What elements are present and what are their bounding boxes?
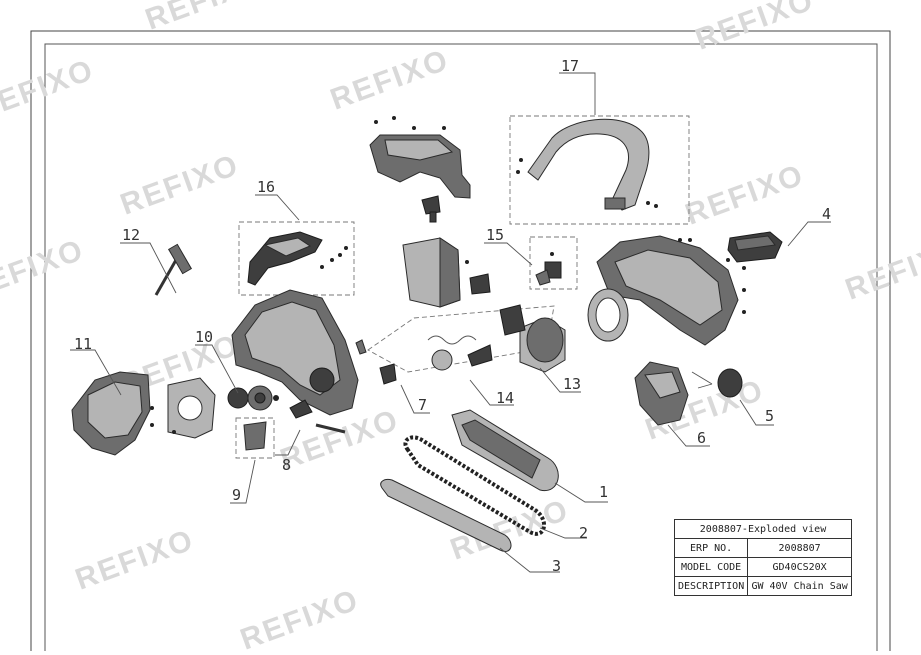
title-block-key: ERP NO.	[673, 538, 749, 558]
callout-17: 17	[561, 57, 579, 75]
watermark-text: REFIXO	[326, 43, 454, 116]
watermark-text: REFIXO	[681, 158, 809, 231]
title-block-table: 2008807-Exploded view ERP NO. 2008807 MO…	[673, 519, 852, 596]
title-block-row: MODEL CODE GD40CS20X	[673, 557, 852, 577]
part-motor-housing-right	[596, 235, 746, 346]
part-2-chain	[403, 435, 546, 536]
title-block-key: DESCRIPTION	[673, 576, 749, 596]
title-block-row: ERP NO. 2008807	[673, 538, 852, 558]
callout-8: 8	[282, 456, 291, 474]
part-14-brake-spring	[427, 335, 493, 371]
part-13-motor	[499, 288, 629, 373]
title-block-title-row: 2008807-Exploded view	[674, 519, 852, 539]
watermark-text: REFIXO	[841, 233, 921, 306]
title-block-key: MODEL CODE	[673, 557, 749, 577]
part-11-sprocket-cover	[71, 371, 151, 456]
callout-14: 14	[496, 389, 514, 407]
callout-15: 15	[486, 226, 504, 244]
part-8-adjuster	[289, 399, 346, 434]
part-10-sprocket	[150, 377, 279, 439]
callout-16: 16	[257, 178, 275, 196]
callout-6: 6	[697, 429, 706, 447]
title-block-value: GD40CS20X	[747, 557, 852, 577]
part-9-chain-catcher	[243, 421, 267, 451]
title-block-row: DESCRIPTION GW 40V Chain Saw	[673, 576, 852, 596]
callout-3: 3	[552, 557, 561, 575]
part-3-guide-bar	[380, 479, 512, 552]
part-5-oil-cap	[691, 368, 743, 398]
title-block-title: 2008807-Exploded view	[674, 519, 852, 539]
group-box-17	[509, 115, 690, 225]
watermark-text: REFIXO	[691, 0, 819, 57]
part-4-cover-plate	[727, 231, 783, 263]
leader-lines	[70, 72, 831, 573]
callout-2: 2	[579, 524, 588, 542]
group-box-16	[238, 221, 355, 296]
watermark-text: REFIXO	[0, 233, 89, 306]
watermark-text: REFIXO	[0, 53, 99, 126]
watermark-text: REFIXO	[236, 583, 364, 651]
part-17-front-handle	[516, 118, 658, 211]
callout-10: 10	[195, 328, 213, 346]
part-main-housing-left	[231, 289, 359, 416]
part-15-switch	[535, 252, 562, 286]
callout-11: 11	[74, 335, 92, 353]
group-box-9	[235, 417, 275, 459]
part-12-wrench	[154, 243, 193, 296]
callout-13: 13	[563, 375, 581, 393]
part-7-brake-lever	[355, 339, 397, 385]
title-block-value: 2008807	[747, 538, 852, 558]
callout-labels: 1 2 3 4 5 6 7 8 9 10 11 12 13 14 15 16 1…	[74, 57, 831, 575]
part-1-bar-cover	[451, 409, 559, 492]
part-top-cover	[369, 116, 471, 223]
part-battery-housing	[402, 237, 491, 308]
callout-1: 1	[599, 483, 608, 501]
callout-9: 9	[232, 486, 241, 504]
callout-7: 7	[418, 396, 427, 414]
outer-frame	[30, 30, 891, 655]
inner-frame	[44, 43, 878, 655]
callout-4: 4	[822, 205, 831, 223]
watermark-text: REFIXO	[71, 523, 199, 596]
title-block-value: GW 40V Chain Saw	[747, 576, 852, 596]
callout-5: 5	[765, 407, 774, 425]
part-6-battery-cover	[634, 361, 689, 426]
watermark-text: REFIXO	[116, 148, 244, 221]
part-16-trigger-assembly	[247, 231, 348, 286]
callout-12: 12	[122, 226, 140, 244]
